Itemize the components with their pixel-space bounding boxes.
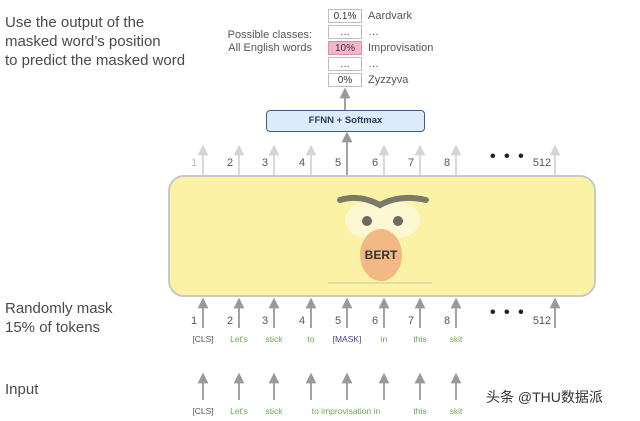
input-token: stick: [265, 406, 283, 416]
output-position: 5: [334, 157, 342, 169]
prob-cell: …: [328, 25, 362, 39]
bert-face-icon: [328, 194, 432, 284]
input-token: to improvisation in: [311, 406, 381, 416]
heading-line-3: to predict the masked word: [5, 52, 186, 69]
masked-token: Let’s: [230, 334, 248, 344]
ellipsis-top: • • •: [490, 148, 526, 165]
masked-token: in: [380, 334, 388, 344]
output-position: 6: [371, 157, 379, 169]
input-position: 2: [226, 315, 234, 327]
masked-token: to: [307, 334, 315, 344]
output-position: 7: [407, 157, 415, 169]
bert-label: BERT: [364, 248, 398, 262]
input-position: 5: [334, 315, 342, 327]
input-token: skit: [449, 406, 463, 416]
input-token: this: [413, 406, 427, 416]
watermark: 头条 @THU数据派: [486, 389, 603, 405]
input-position: 1: [190, 315, 198, 327]
input-token: [CLS]: [192, 406, 214, 416]
output-position: 3: [261, 157, 269, 169]
class-word: Zyzzyva: [368, 74, 409, 86]
masked-token: this: [413, 334, 427, 344]
class-word: …: [368, 26, 379, 38]
output-position: 512: [532, 157, 552, 169]
input-position: 8: [443, 315, 451, 327]
prob-cell-highlighted: 10%: [328, 41, 362, 55]
mask-token: [MASK]: [332, 334, 362, 344]
ffnn-softmax-box: FFNN + Softmax: [266, 110, 425, 132]
masked-token: skit: [449, 334, 463, 344]
masked-token: stick: [265, 334, 283, 344]
input-label: Input: [5, 381, 39, 398]
input-position: 4: [298, 315, 306, 327]
class-word: …: [368, 58, 379, 70]
mask-label-1: Randomly mask: [5, 300, 113, 317]
input-position: 512: [532, 315, 552, 327]
input-position: 3: [261, 315, 269, 327]
classes-label-1: Possible classes:: [227, 29, 312, 41]
output-position: 4: [298, 157, 306, 169]
input-position: 6: [371, 315, 379, 327]
prob-cell: 0%: [328, 73, 362, 87]
output-position: 2: [226, 157, 234, 169]
ellipsis-bottom: • • •: [490, 304, 526, 321]
mask-label-2: 15% of tokens: [5, 319, 101, 336]
input-token: Let’s: [230, 406, 248, 416]
output-position: 1: [190, 157, 198, 169]
prob-cell: 0.1%: [328, 9, 362, 23]
input-position: 7: [407, 315, 415, 327]
class-word: Improvisation: [368, 42, 434, 54]
classes-label-2: All English words: [228, 42, 312, 54]
masked-token: [CLS]: [192, 334, 214, 344]
class-word: Aardvark: [368, 10, 413, 22]
heading-line-1: Use the output of the: [5, 14, 145, 31]
heading-line-2: masked word’s position: [5, 33, 161, 50]
output-position: 8: [443, 157, 451, 169]
prob-cell: …: [328, 57, 362, 71]
